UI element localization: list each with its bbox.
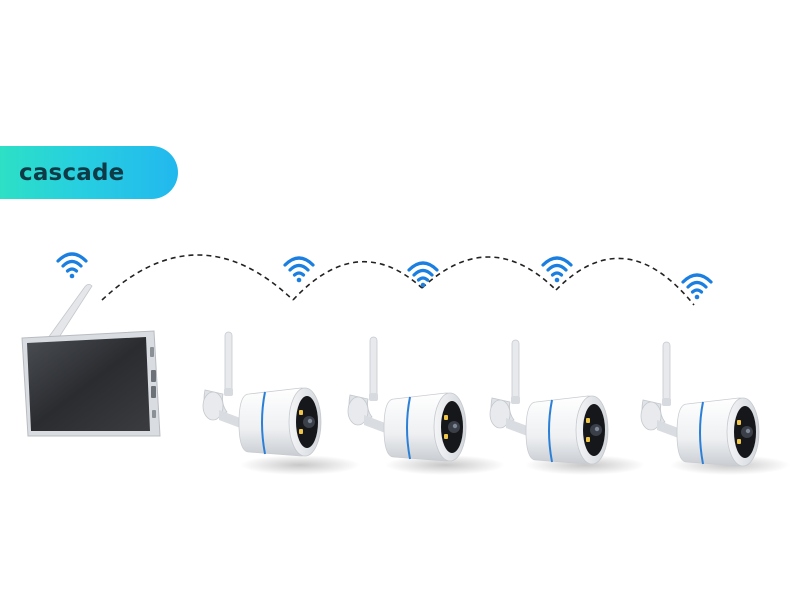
link-arc-1 xyxy=(101,254,294,301)
link-arc-2 xyxy=(292,260,423,301)
wifi-icon-camera-2 xyxy=(407,261,439,289)
shadow-2 xyxy=(385,455,505,475)
monitor-screen xyxy=(27,337,150,431)
monitor-port-2 xyxy=(151,370,156,382)
camera-3 xyxy=(489,339,609,465)
nvr-monitor xyxy=(21,284,161,437)
wifi-icon-camera-3 xyxy=(541,256,573,284)
cascade-links xyxy=(101,254,695,306)
monitor-port-3 xyxy=(151,386,156,398)
wifi-icon-monitor xyxy=(56,252,88,280)
link-arc-3 xyxy=(421,256,557,291)
banner-label: cascade xyxy=(19,159,125,186)
monitor-port-4 xyxy=(152,410,156,418)
link-arc-4 xyxy=(555,257,695,306)
camera-2 xyxy=(347,336,467,462)
shadow-1 xyxy=(240,455,360,475)
camera-4 xyxy=(640,341,760,467)
wifi-icon-camera-1 xyxy=(283,256,315,284)
cascade-banner: cascade xyxy=(0,146,178,199)
wifi-icon-camera-4 xyxy=(681,273,713,301)
camera-1 xyxy=(202,331,322,457)
monitor-port-1 xyxy=(150,347,154,357)
